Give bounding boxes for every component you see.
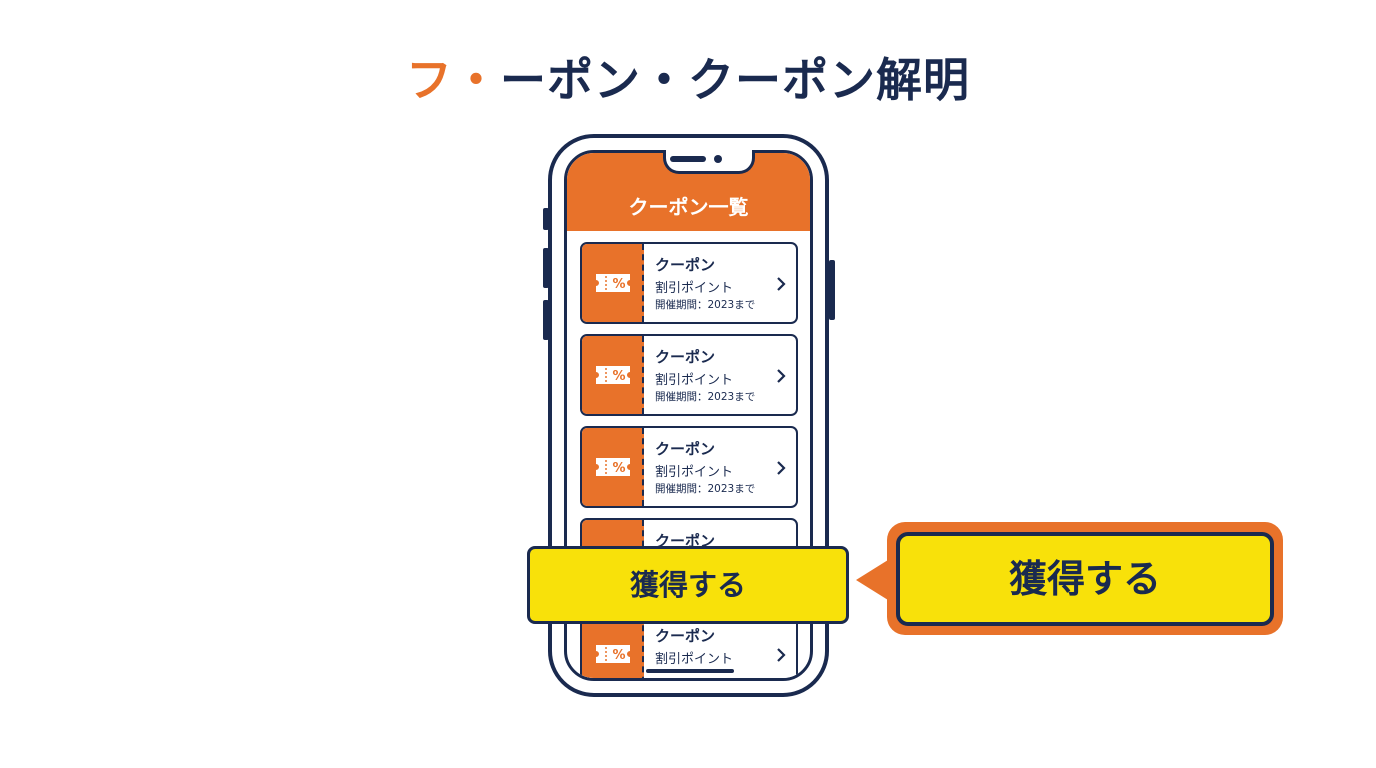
svg-text:%: % <box>612 648 625 663</box>
coupon-subtitle: 割引ポイント <box>655 373 734 388</box>
home-indicator <box>646 669 734 673</box>
coupon-card[interactable]: % クーポン 割引ポイント 開催期間：2023まで <box>580 242 798 324</box>
phone-silent-switch <box>543 208 549 230</box>
coupon-card[interactable]: % クーポン 割引ポイント 開催期間：2023まで <box>580 426 798 508</box>
page-title-accent: フ・ <box>406 53 500 107</box>
coupon-subtitle: 割引ポイント <box>655 281 734 296</box>
coupon-subtitle: 割引ポイント <box>655 652 734 667</box>
ticket-percent-icon: % <box>596 645 630 663</box>
phone-camera <box>714 155 722 163</box>
coupon-title: クーポン <box>655 440 716 458</box>
chevron-right-icon <box>777 369 786 383</box>
ticket-percent-icon: % <box>596 366 630 384</box>
ticket-percent-icon: % <box>596 274 630 292</box>
coupon-period: 開催期間：2023まで <box>655 391 756 403</box>
coupon-stub: % <box>582 336 644 414</box>
coupon-card[interactable]: % クーポン 割引ポイント 開催期間：2023まで <box>580 334 798 416</box>
coupon-stub: % <box>582 428 644 506</box>
coupon-stub: % <box>582 244 644 322</box>
chevron-right-icon <box>777 648 786 662</box>
svg-text:%: % <box>612 461 625 476</box>
coupon-subtitle: 割引ポイント <box>655 465 734 480</box>
coupon-title: クーポン <box>655 627 716 645</box>
get-coupon-callout-button[interactable]: 獲得する <box>896 532 1274 626</box>
phone-notch <box>663 150 755 174</box>
phone-speaker <box>670 156 706 162</box>
svg-text:%: % <box>612 277 625 292</box>
get-coupon-button[interactable]: 獲得する <box>527 546 849 624</box>
phone-volume-up-button <box>543 248 549 288</box>
page-title: フ・ーポン・クーポン解明 <box>0 44 1376 110</box>
coupon-period: 開催期間：2023まで <box>655 483 756 495</box>
chevron-right-icon <box>777 277 786 291</box>
coupon-title: クーポン <box>655 532 716 550</box>
callout-pointer <box>856 560 888 600</box>
chevron-right-icon <box>777 461 786 475</box>
coupon-title: クーポン <box>655 348 716 366</box>
page-title-rest: ーポン・クーポン解明 <box>500 53 970 107</box>
coupon-stub: % <box>582 615 644 678</box>
phone-volume-down-button <box>543 300 549 340</box>
app-header-title: クーポン一覧 <box>628 195 749 219</box>
ticket-percent-icon: % <box>596 458 630 476</box>
coupon-title: クーポン <box>655 256 716 274</box>
phone-power-button <box>829 260 835 320</box>
svg-text:%: % <box>612 369 625 384</box>
coupon-period: 開催期間：2023まで <box>655 299 756 311</box>
